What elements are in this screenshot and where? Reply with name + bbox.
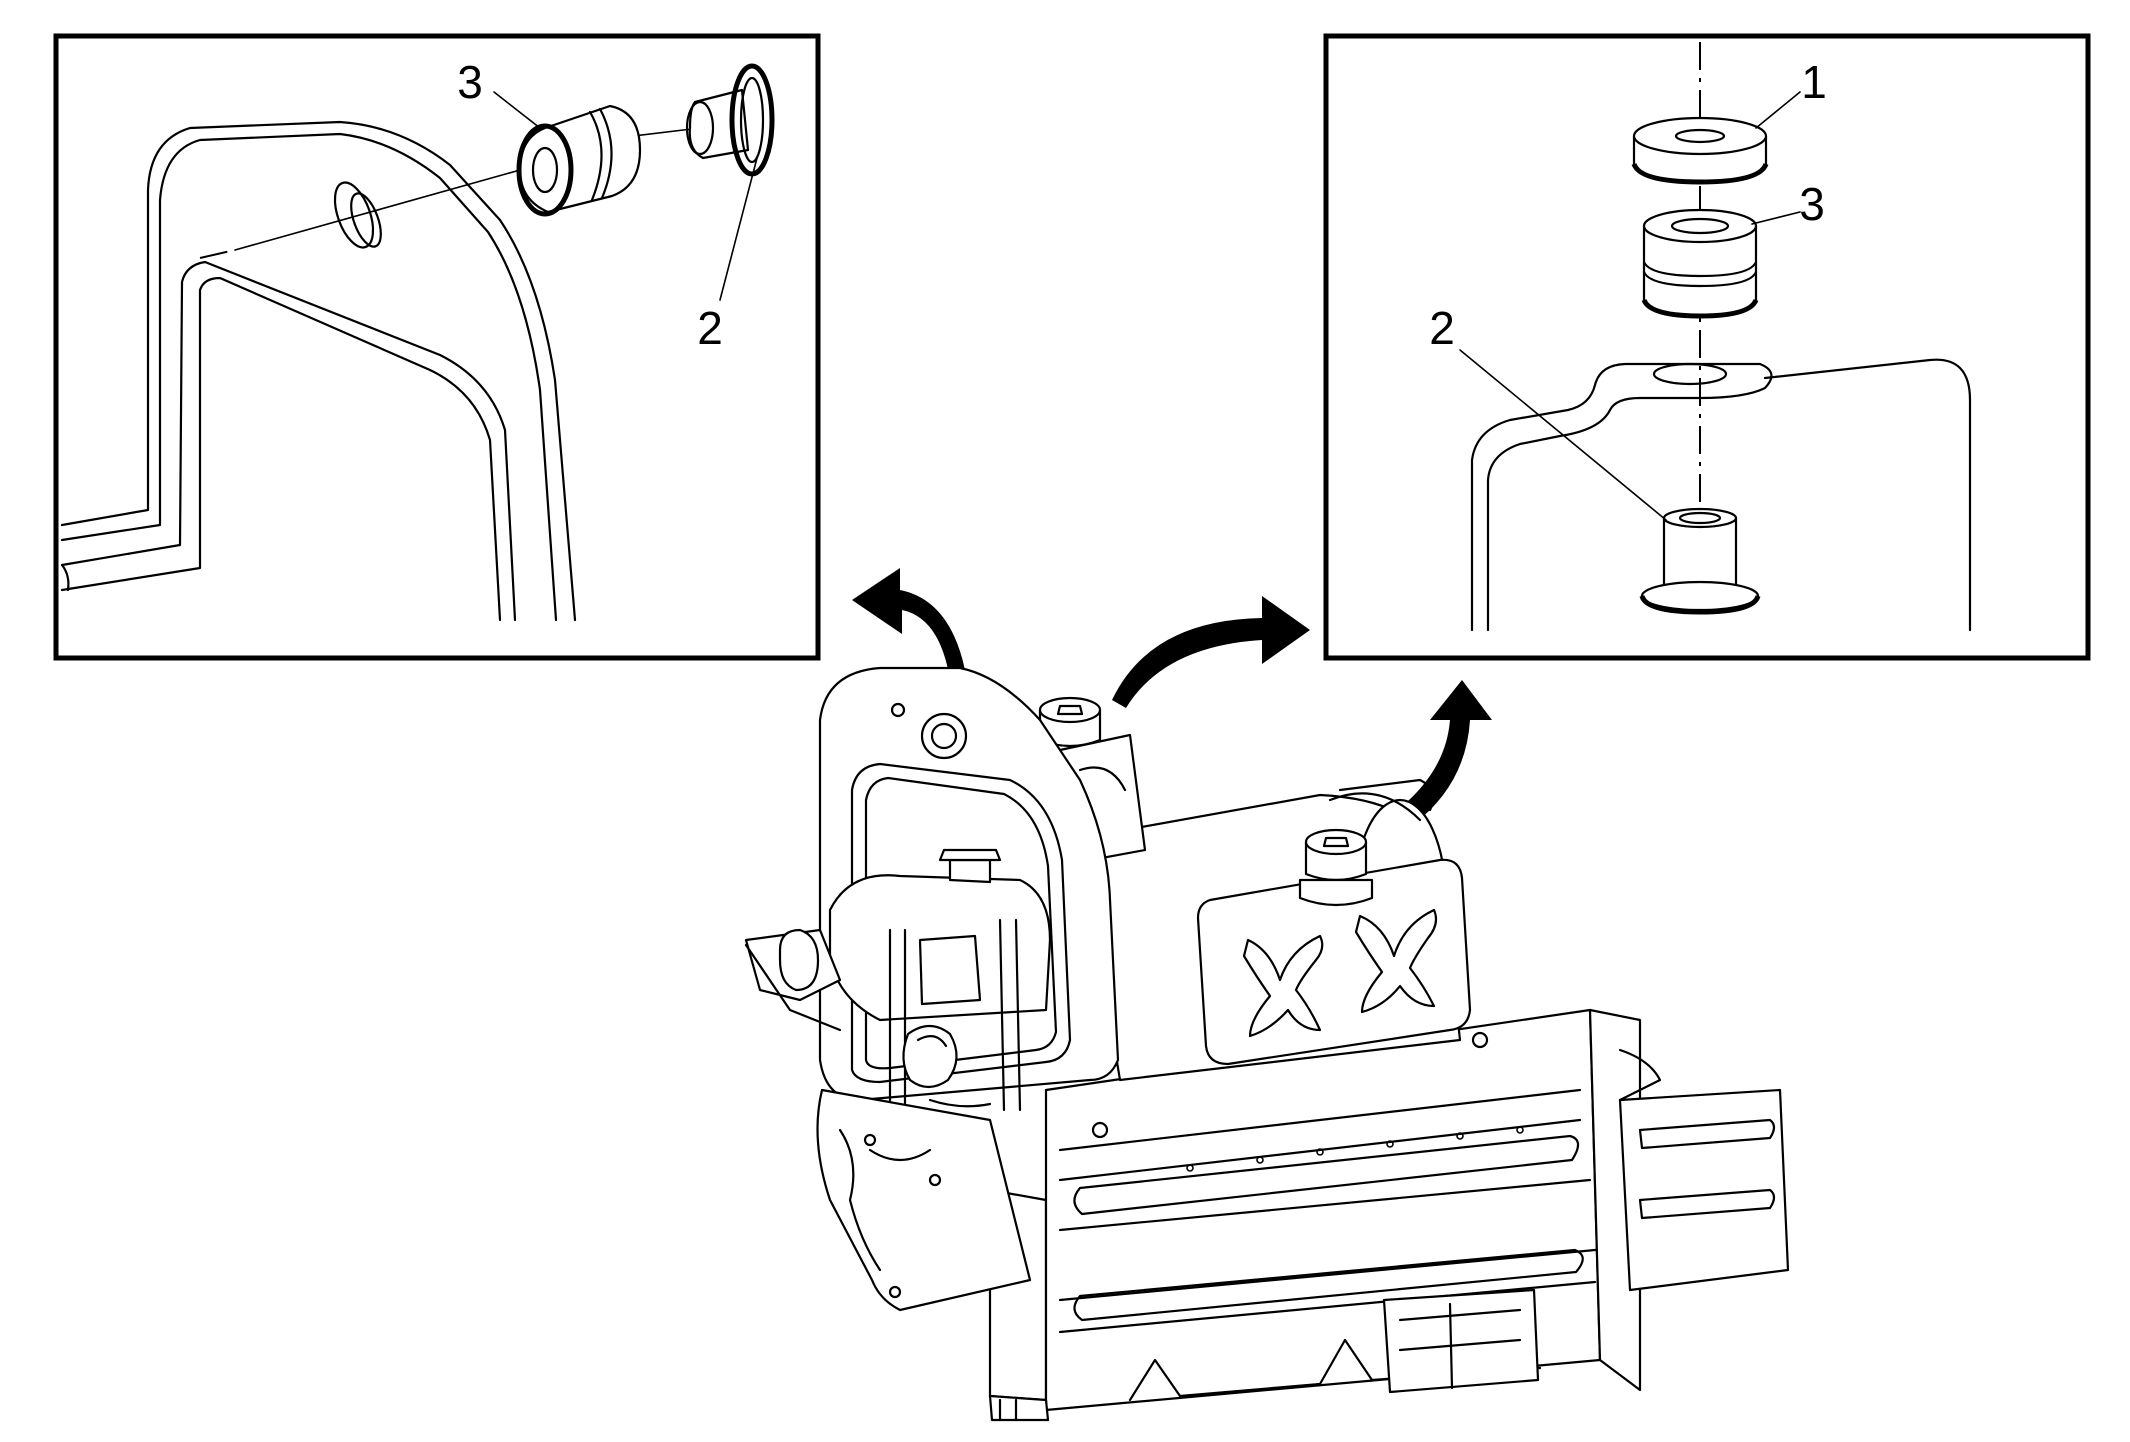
right-leader-1 <box>1755 91 1801 129</box>
left-leader-3 <box>493 91 541 129</box>
arrow-to-right-inset-lower <box>1400 680 1492 824</box>
left-callout-3: 3 <box>457 56 483 108</box>
electrical-connector <box>1382 1288 1540 1394</box>
arrow-to-right-inset <box>1112 596 1310 708</box>
lower-housing <box>816 1088 1032 1312</box>
left-bracket-plate <box>60 120 577 622</box>
right-callout-3: 3 <box>1799 178 1825 230</box>
inlet-cap <box>744 928 842 1032</box>
left-assembly-axis <box>234 169 521 251</box>
right-bushing-part-3 <box>1641 208 1759 319</box>
right-washer-part-1 <box>1631 116 1769 185</box>
right-callout-2: 2 <box>1429 302 1455 354</box>
detail-arrows <box>852 568 1492 824</box>
right-bracket-plate <box>1470 358 1972 632</box>
right-detail-inset: 1 3 2 <box>1323 33 2091 661</box>
front-cap <box>902 1024 958 1089</box>
left-callout-2: 2 <box>697 302 723 354</box>
right-leader-2 <box>1459 349 1667 521</box>
right-leader-3 <box>1751 211 1801 225</box>
left-leader-2 <box>719 157 758 301</box>
bottom-tab <box>988 1394 1050 1422</box>
arrow-to-left-inset <box>852 568 965 680</box>
right-sleeve-part-2 <box>1639 507 1761 615</box>
x-pattern-plate <box>1196 858 1472 1066</box>
left-bushing-part-3 <box>516 104 642 217</box>
pump-head-valve <box>828 848 1052 1122</box>
air-compressor-assembly <box>744 666 1790 1422</box>
right-callout-1: 1 <box>1801 56 1827 108</box>
side-plate-extension <box>1618 1048 1790 1292</box>
left-sleeve-part-2 <box>685 63 775 177</box>
top-bolt-front <box>1298 828 1374 907</box>
left-detail-inset: 3 2 <box>53 33 821 661</box>
